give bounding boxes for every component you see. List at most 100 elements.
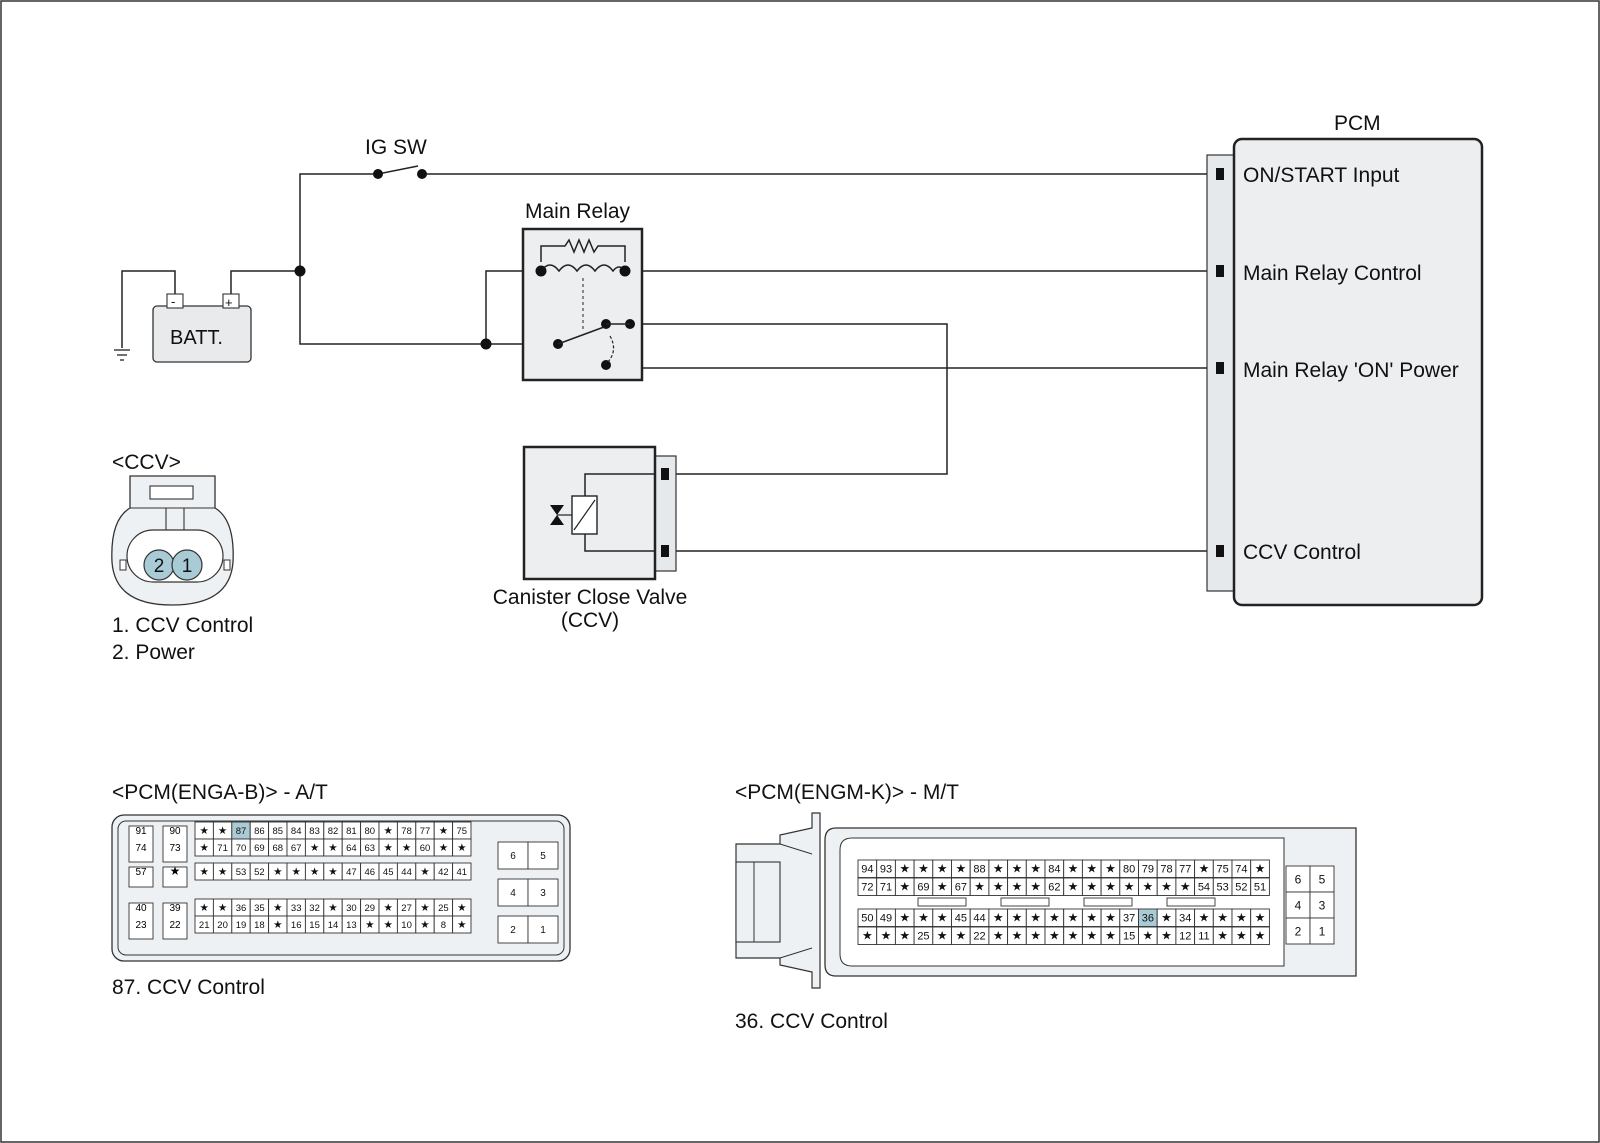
pin-cell: 11: [1194, 926, 1214, 945]
svg-text:★: ★: [310, 866, 320, 878]
pin-cell: 19: [231, 915, 251, 934]
svg-text:★: ★: [1217, 929, 1228, 943]
pin-cell: ★: [323, 862, 343, 881]
pin-label: 57: [135, 867, 147, 878]
svg-text:77: 77: [420, 826, 431, 837]
pin-cell: 68: [268, 838, 288, 857]
svg-text:30: 30: [346, 903, 357, 914]
pin-cell: 42: [433, 862, 454, 881]
svg-text:★: ★: [1180, 880, 1191, 894]
svg-text:★: ★: [1030, 911, 1041, 925]
svg-text:★: ★: [383, 902, 393, 914]
pin-cell: ★: [969, 877, 990, 896]
pin-cell: 12: [1175, 926, 1196, 945]
pin-cell: 80: [1119, 859, 1139, 878]
pin-cell: ★: [1007, 859, 1027, 878]
svg-text:★: ★: [1105, 862, 1116, 876]
svg-text:3: 3: [1319, 898, 1326, 912]
svg-text:84: 84: [1048, 864, 1060, 876]
svg-text:42: 42: [438, 867, 449, 878]
svg-text:★: ★: [439, 825, 449, 837]
svg-text:★: ★: [1030, 862, 1041, 876]
svg-text:46: 46: [365, 867, 376, 878]
pin-cell: ★: [951, 926, 971, 945]
battery-negative: -: [171, 294, 175, 309]
svg-text:★: ★: [1086, 929, 1097, 943]
pin-cell: 70: [231, 838, 251, 857]
pin-label: 73: [169, 843, 181, 854]
svg-text:70: 70: [236, 843, 247, 854]
svg-text:25: 25: [438, 903, 449, 914]
pin-cell: 46: [360, 862, 380, 881]
pin-block: [162, 866, 188, 888]
svg-text:37: 37: [1123, 913, 1135, 925]
pin-cell: 85: [268, 821, 288, 840]
pin-cell: ★: [415, 915, 435, 934]
svg-text:★: ★: [1012, 929, 1023, 943]
pin-cell: 3: [527, 878, 559, 907]
pcm-terminal-main-relay-control: Main Relay Control: [1243, 262, 1422, 285]
svg-text:★: ★: [1236, 929, 1247, 943]
pin-block: [128, 902, 154, 940]
pin-cell: 2: [1285, 917, 1311, 945]
svg-text:25: 25: [917, 931, 929, 943]
pin-cell: ★: [1063, 877, 1083, 896]
pin-cell: ★: [876, 926, 896, 945]
svg-text:64: 64: [346, 843, 357, 854]
pin-cell: ★: [913, 908, 934, 927]
pin-cell: 25: [433, 898, 454, 917]
svg-text:★: ★: [1199, 911, 1210, 925]
main-relay-label: Main Relay: [525, 200, 631, 223]
pin-label: 40: [135, 903, 147, 914]
pin-cell: 67: [951, 877, 971, 896]
pin-cell: ★: [1081, 859, 1102, 878]
pin-cell: ★: [1025, 859, 1046, 878]
pin-label: 22: [169, 920, 181, 931]
svg-text:78: 78: [1160, 864, 1172, 876]
svg-text:★: ★: [899, 929, 910, 943]
pin-cell: 78: [396, 821, 417, 840]
svg-text:★: ★: [199, 842, 209, 854]
svg-text:★: ★: [1049, 929, 1060, 943]
pin-cell: ★: [194, 838, 214, 857]
pin-cell: ★: [415, 898, 435, 917]
svg-text:★: ★: [955, 929, 966, 943]
pin-cell: 6: [497, 841, 529, 870]
pin-cell: ★: [932, 877, 952, 896]
svg-text:★: ★: [1030, 880, 1041, 894]
ccv-component: Canister Close Valve (CCV): [493, 445, 687, 632]
pin-cell: ★: [452, 838, 472, 857]
svg-text:82: 82: [328, 826, 339, 837]
pin-cell: ★: [988, 908, 1009, 927]
svg-text:80: 80: [365, 826, 376, 837]
pin-cell: ★: [932, 926, 952, 945]
pin-cell: ★: [1231, 926, 1252, 945]
pin-cell: 47: [341, 862, 362, 881]
svg-text:★: ★: [1142, 880, 1153, 894]
svg-text:18: 18: [254, 920, 265, 931]
pin-cell: ★: [1044, 926, 1065, 945]
pin-cell: ★: [894, 859, 915, 878]
pin-cell: 6: [1285, 865, 1311, 893]
pin-label: 39: [169, 903, 181, 914]
battery-label: BATT.: [170, 327, 223, 349]
svg-text:62: 62: [1048, 882, 1060, 894]
pin-cell: ★: [1175, 877, 1196, 896]
svg-text:★: ★: [1255, 929, 1266, 943]
svg-text:★: ★: [199, 825, 209, 837]
svg-text:78: 78: [401, 826, 412, 837]
svg-text:84: 84: [291, 826, 302, 837]
svg-text:★: ★: [937, 880, 948, 894]
svg-text:8: 8: [441, 920, 446, 931]
pin-cell: 94: [857, 859, 878, 878]
svg-text:★: ★: [273, 866, 283, 878]
svg-text:22: 22: [973, 931, 985, 943]
pin-cell: ★: [894, 926, 915, 945]
pin-cell: 15: [1119, 926, 1139, 945]
pin-cell: 44: [969, 908, 990, 927]
pin-cell: ★: [378, 821, 398, 840]
pin-cell: ★: [1138, 877, 1158, 896]
svg-text:★: ★: [1012, 880, 1023, 894]
